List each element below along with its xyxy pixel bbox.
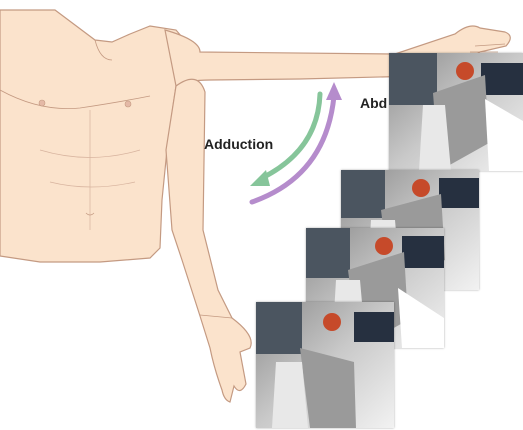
torso [0,10,194,262]
abduction-label: Abd [360,95,387,111]
robot-arm-photo [389,53,523,171]
lowered-arm [166,79,251,402]
adduction-label: Adduction [204,136,273,152]
robot-arm-photo [256,302,394,428]
